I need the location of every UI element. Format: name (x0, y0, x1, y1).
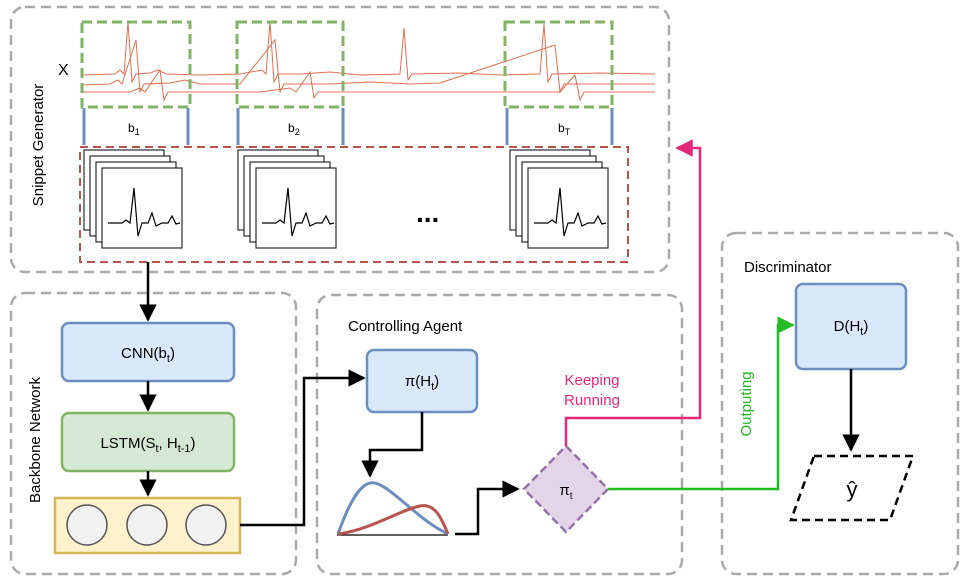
input-signal-label: X (58, 62, 69, 79)
controlling-agent-section (315, 293, 684, 576)
hidden-state-vector (53, 496, 242, 555)
backbone-network-label: Backbone Network (27, 377, 44, 503)
snippet-generator-label: Snippet Generator (30, 84, 47, 207)
snippet-batch-container (79, 146, 629, 263)
discriminator-section (720, 231, 960, 576)
snippet-label-T: bT (558, 121, 571, 137)
backbone-network-section (9, 291, 298, 576)
prediction-label: ŷ (847, 477, 858, 502)
snippet-label-1: b1 (128, 121, 140, 137)
outputing-arrow (608, 316, 795, 491)
discriminator-d-label: D(Ht) (834, 318, 869, 338)
controlling-agent-label: Controlling Agent (348, 318, 463, 335)
prediction-output: ŷ (789, 454, 915, 522)
discriminator-label: Discriminator (744, 259, 832, 276)
decision-node: πt (522, 444, 610, 534)
outputing-label: Outputing (738, 371, 755, 436)
lstm-label: LSTM(St, Ht-1) (100, 435, 195, 455)
snippet-generator-section (9, 5, 671, 274)
keep-running-label: Keeping (564, 372, 619, 389)
policy-distribution-plot (336, 481, 450, 536)
cnn-label: CNN(bt) (121, 345, 175, 365)
snippet-stack-2 (237, 149, 337, 249)
snippet-stack-T (509, 149, 609, 249)
keep-running-arrow (564, 139, 702, 446)
snippet-window-T: bT (503, 20, 614, 145)
snippet-window-2: b2 (235, 20, 345, 145)
snippet-stack-1 (83, 149, 183, 249)
snippet-label-2: b2 (288, 121, 300, 137)
keep-running-label-2: Running (564, 392, 620, 409)
decision-label: πt (559, 482, 572, 502)
stack-ellipsis: ... (416, 197, 439, 228)
snippet-window-1: b1 (80, 20, 192, 145)
ecg-signal (81, 21, 656, 102)
policy-label: π(Ht) (405, 373, 439, 393)
